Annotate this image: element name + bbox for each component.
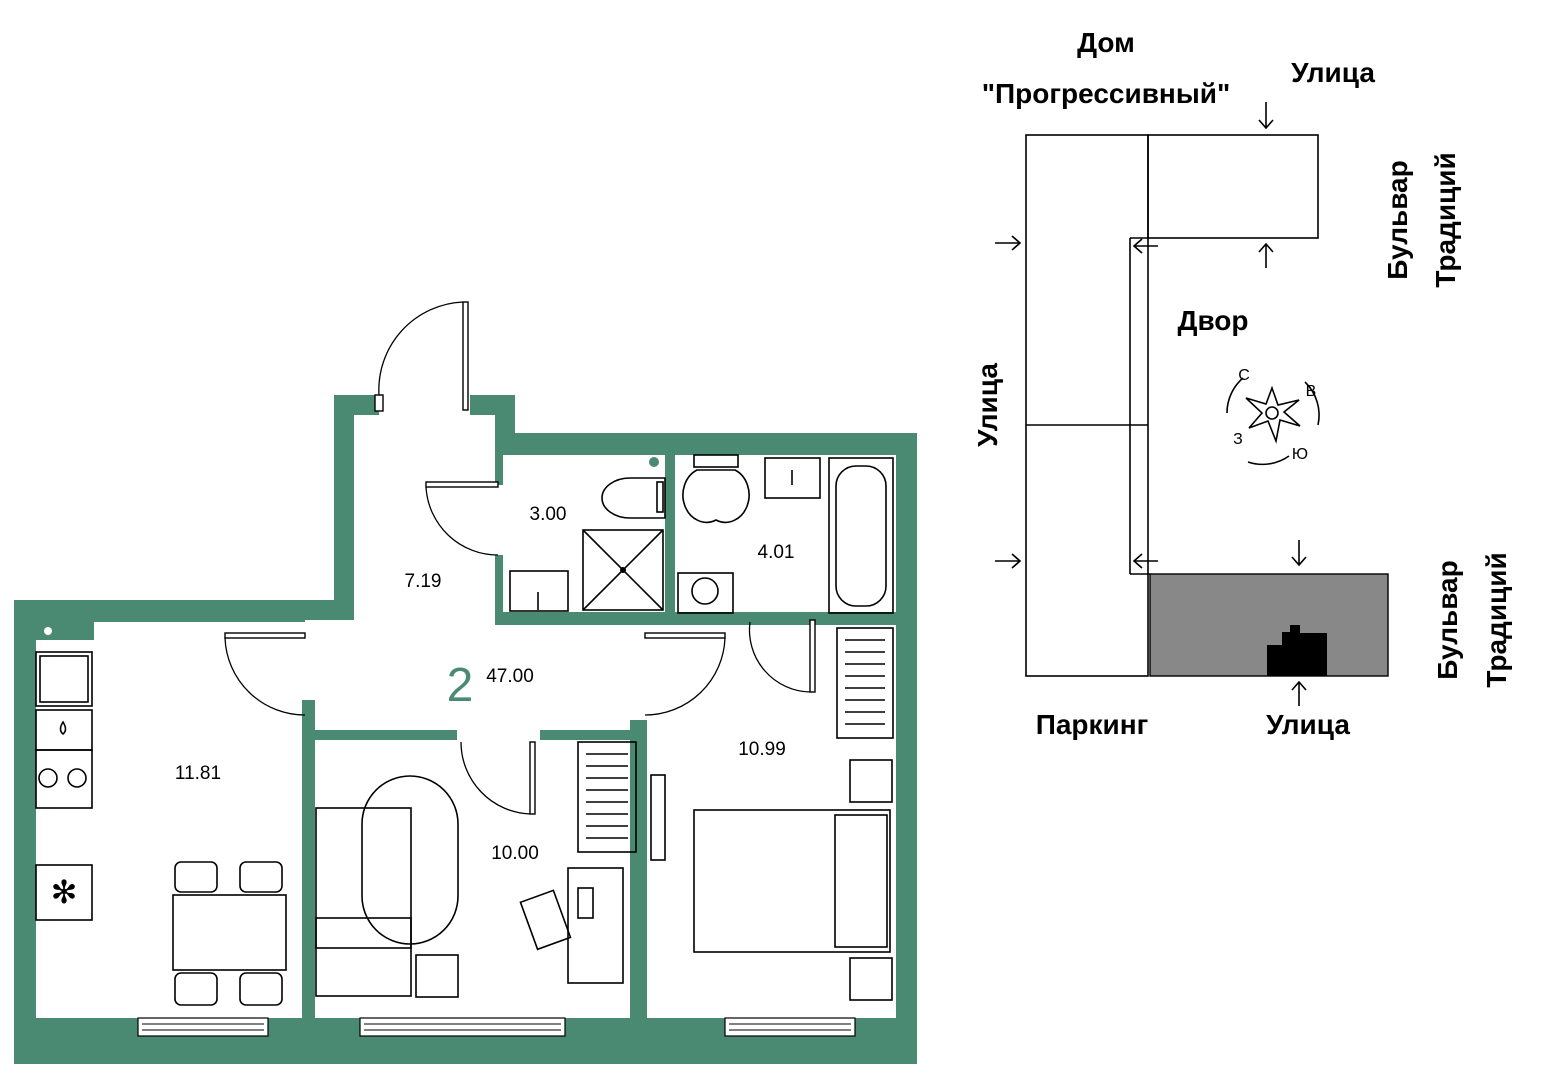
street-bottom-label: Улица	[1266, 709, 1350, 740]
yard-label: Двор	[1178, 305, 1249, 336]
room-area-bedroom: 10.99	[738, 739, 786, 760]
svg-text:✻: ✻	[51, 874, 78, 910]
entrance-arrows	[995, 102, 1307, 706]
you-are-here-marker	[1267, 625, 1327, 676]
street-left-label: Улица	[972, 363, 1003, 447]
parking-label: Паркинг	[1036, 709, 1149, 740]
boulevard-lower-line1: Бульвар	[1432, 560, 1463, 679]
doors	[224, 301, 816, 815]
apartment-walls	[14, 395, 917, 1064]
boulevard-upper-line1: Бульвар	[1382, 160, 1413, 279]
room-area-bathroom-large: 4.01	[758, 542, 795, 563]
furniture: ✻	[35, 454, 894, 1006]
rooms-count: 2	[447, 659, 474, 712]
boulevard-upper-line2: Традиций	[1430, 152, 1461, 287]
street-top-label: Улица	[1291, 57, 1375, 88]
room-area-labels: 7.19 3.00 4.01 11.81 10.00 10.99 2 47.00	[175, 504, 795, 864]
compass-north: С	[1238, 367, 1250, 384]
room-area-living-room: 10.00	[491, 843, 539, 864]
site-plan: С В Ю З Дом "Прогрессивный" Улица Улица …	[972, 27, 1512, 740]
windows	[137, 1017, 856, 1037]
boulevard-lower-line2: Традиций	[1481, 552, 1512, 687]
room-area-hallway: 7.19	[405, 571, 442, 592]
house-name-line1: Дом	[1077, 27, 1135, 58]
compass-east: В	[1306, 383, 1317, 400]
compass-west: З	[1233, 431, 1243, 448]
total-area: 47.00	[486, 666, 534, 687]
house-name-line2: "Прогрессивный"	[982, 78, 1230, 109]
room-area-bathroom-small: 3.00	[530, 504, 567, 525]
compass-south: Ю	[1292, 446, 1308, 463]
room-area-kitchen: 11.81	[175, 763, 221, 784]
compass-rose-icon: С В Ю З	[1226, 367, 1320, 466]
